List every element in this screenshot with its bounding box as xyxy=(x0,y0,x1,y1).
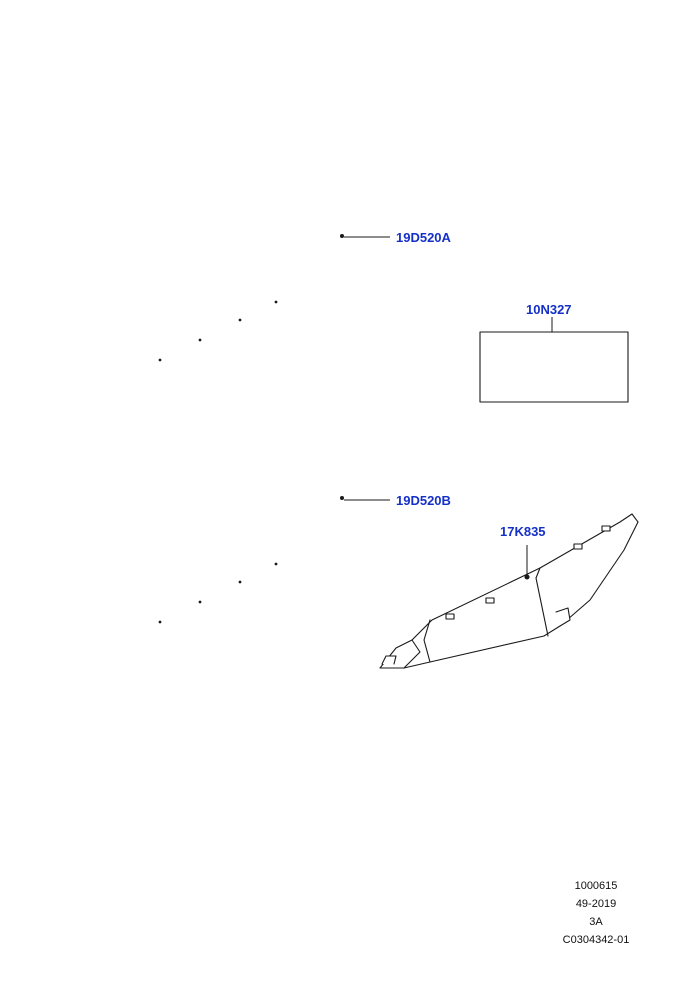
callout-cover-panel[interactable]: 17K835 xyxy=(500,524,546,539)
tow-bar-a-drawing xyxy=(25,188,362,408)
callout-bolt-set[interactable]: 10N327 xyxy=(526,302,572,317)
tow-bar-b-drawing xyxy=(25,450,362,670)
bolt-set-drawing xyxy=(479,331,629,403)
footer-reference-2: 49-2019 xyxy=(575,898,617,910)
footer-reference-1: 1000615 xyxy=(574,880,618,892)
callout-tow-bar-b[interactable]: 19D520B xyxy=(396,493,451,508)
footer-reference-3: 3A xyxy=(589,916,603,928)
footer-reference-4: C0304342-01 xyxy=(562,934,630,946)
cover-panel-drawing xyxy=(379,513,639,669)
callout-tow-bar-a[interactable]: 19D520A xyxy=(396,230,451,245)
